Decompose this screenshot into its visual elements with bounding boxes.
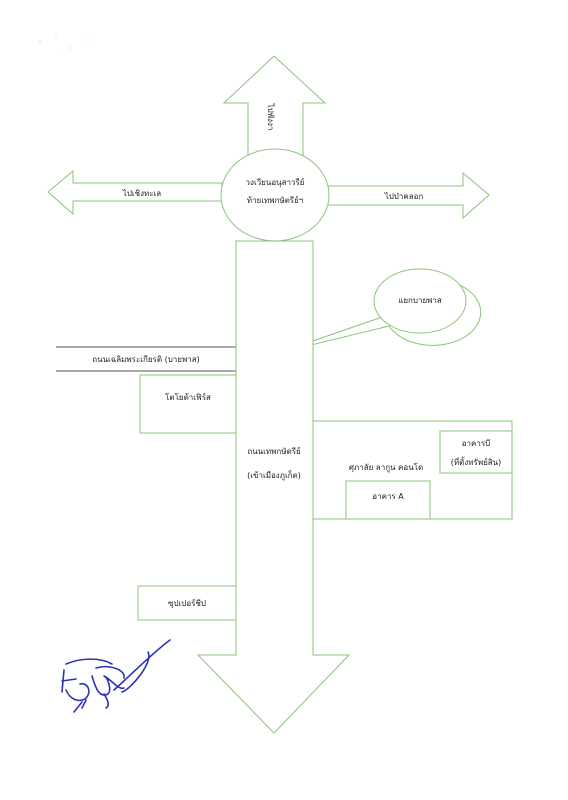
right-arrow-label: ไปป่าคลอก — [384, 192, 424, 201]
building-a-box — [345, 480, 431, 520]
building-a-label: อาคาร A — [372, 492, 404, 501]
roundabout-label-line2: ท้ายเทพกษัตรีย์ฯ — [247, 195, 304, 205]
up-arrow-label: ไปพังงา — [266, 103, 275, 131]
callout-label: แยกบายพาส — [398, 296, 442, 305]
toyota-box — [139, 374, 237, 434]
handwritten-signature — [61, 639, 171, 713]
toyota-label: โตโยต้าเฟิร์ส — [165, 392, 211, 402]
main-road-label-line2: (เข้าเมืองภูเก็ต) — [247, 470, 301, 481]
condo-label: ศุภาลัย ลากูน คอนโด — [349, 462, 423, 473]
callout-bubble-fill — [374, 269, 466, 333]
building-b-label-line1: อาคารบี — [462, 439, 491, 448]
roundabout-circle — [220, 148, 330, 242]
roundabout-label-line1: วงเวียนอนุสาวรีย์ — [246, 177, 305, 187]
callout-bubble-outline — [373, 268, 467, 334]
side-road-label: ถนนเฉลิมพระเกียรติ (บายพาส) — [92, 355, 199, 364]
supercheap-box — [137, 585, 237, 621]
building-b-box — [439, 430, 513, 474]
main-road-label-line1: ถนนเทพกษัตรีย์ — [247, 446, 300, 456]
supercheap-label: ซุปเปอร์ชีป — [168, 598, 206, 608]
main-road-arrow — [196, 240, 351, 734]
building-b-label-line2: (ที่ตั้งทรัพย์สิน) — [451, 456, 502, 467]
left-arrow-label: ไปเชิงทะเล — [122, 189, 161, 198]
scan-specks — [39, 34, 89, 55]
